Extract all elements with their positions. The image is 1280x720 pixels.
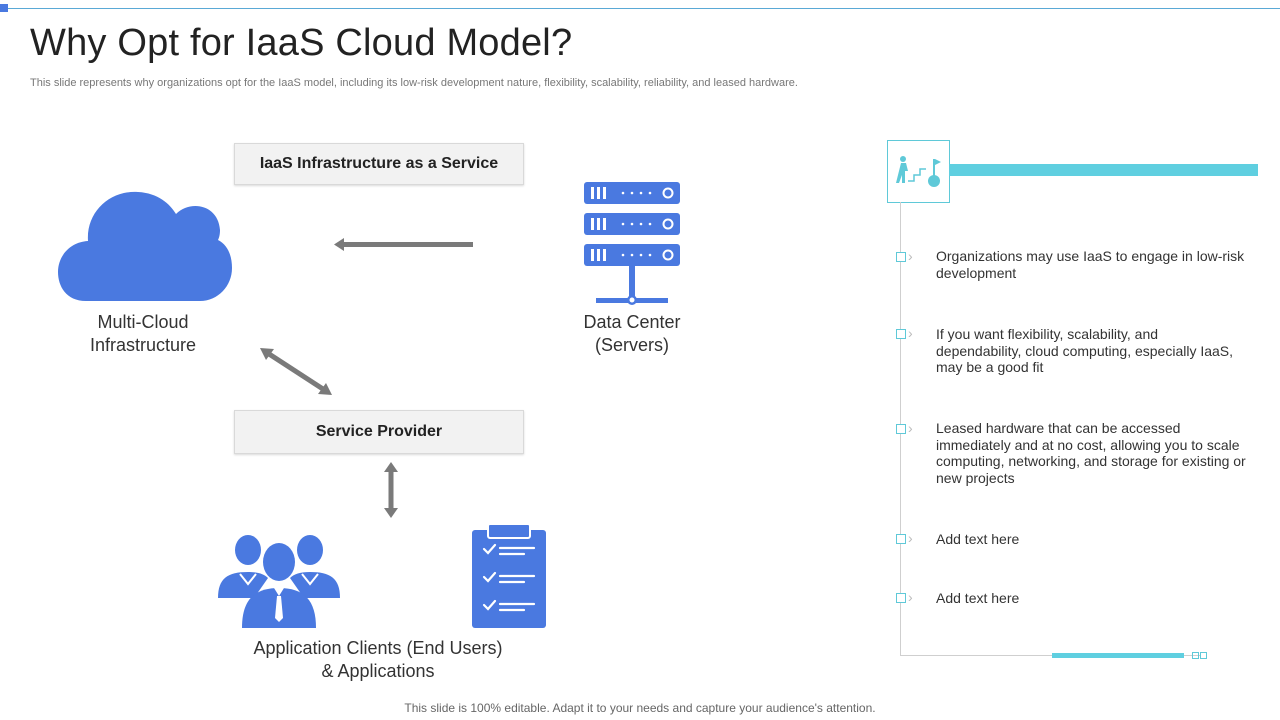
multi-cloud-label-line2: Infrastructure <box>89 335 197 355</box>
slide-title: Why Opt for IaaS Cloud Model? <box>30 22 573 64</box>
list-item: Add text here <box>936 531 1020 547</box>
list-item: Organizations may use IaaS to engage in … <box>936 248 1245 281</box>
data-center-label-line1: Data Center <box>583 312 681 332</box>
side-list-end-marker <box>1192 652 1199 659</box>
chevron-right-icon: › <box>908 589 913 605</box>
list-item: Add text here <box>936 590 1020 606</box>
side-list-header-bar <box>949 164 1258 176</box>
top-corner-marker <box>0 4 8 12</box>
multi-cloud-label: Multi-Cloud Infrastructure <box>58 311 228 357</box>
list-bullet <box>896 329 906 339</box>
chevron-right-icon: › <box>908 420 913 436</box>
diagonal-double-arrow-icon <box>260 348 332 395</box>
vertical-double-arrow-icon <box>384 462 398 518</box>
list-item: If you want flexibility, scalability, an… <box>936 326 1234 375</box>
list-bullet <box>896 424 906 434</box>
side-list-end-marker <box>1200 652 1207 659</box>
slide-footer: This slide is 100% editable. Adapt it to… <box>404 701 876 715</box>
list-bullet <box>896 593 906 603</box>
chevron-right-icon: › <box>908 248 913 264</box>
iaas-box: IaaS Infrastructure as a Service <box>234 143 524 185</box>
list-bullet <box>896 252 906 262</box>
steps-to-goal-icon <box>896 156 941 187</box>
data-center-label: Data Center (Servers) <box>552 311 712 357</box>
cloud-icon <box>58 191 232 301</box>
server-icon <box>584 182 680 305</box>
arrow-left-icon <box>334 238 473 251</box>
clients-label-line1: Application Clients (End Users) <box>253 638 503 658</box>
list-bullet <box>896 534 906 544</box>
list-item: Leased hardware that can be accessed imm… <box>936 420 1246 486</box>
side-list-header-icon-box <box>887 140 950 203</box>
slide-subtitle: This slide represents why organizations … <box>30 77 798 89</box>
multi-cloud-label-line1: Multi-Cloud <box>97 312 189 332</box>
iaas-box-label: IaaS Infrastructure as a Service <box>259 155 499 172</box>
checklist-icon <box>472 523 546 628</box>
side-list-bottom-bar <box>1052 653 1184 658</box>
chevron-right-icon: › <box>908 530 913 546</box>
side-list-bottom-line <box>900 655 1200 656</box>
chevron-right-icon: › <box>908 325 913 341</box>
clients-label-line2: & Applications <box>321 661 435 681</box>
top-rule <box>0 8 1280 9</box>
users-group-icon <box>218 535 340 628</box>
service-provider-label: Service Provider <box>315 423 443 440</box>
service-provider-box: Service Provider <box>234 410 524 454</box>
clients-label: Application Clients (End Users) & Applic… <box>228 637 528 683</box>
data-center-label-line2: (Servers) <box>594 335 669 355</box>
